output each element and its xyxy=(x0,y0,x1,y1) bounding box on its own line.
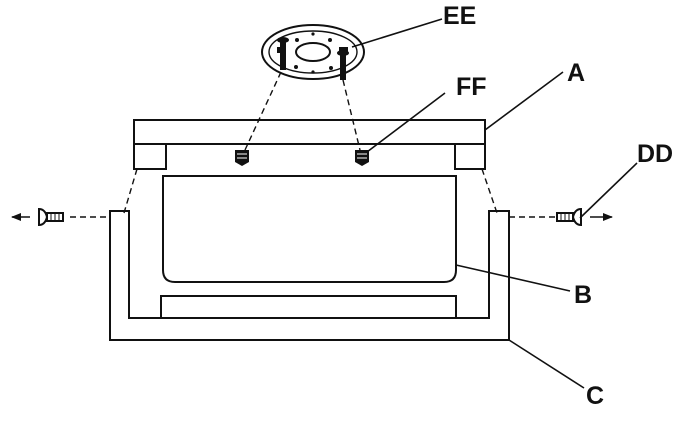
part-ff-inserts xyxy=(235,150,369,166)
label-a: A xyxy=(567,59,585,87)
label-ee: EE xyxy=(443,2,476,30)
part-ee-bracket xyxy=(261,24,365,80)
label-c: C xyxy=(586,382,604,410)
label-b: B xyxy=(574,281,592,309)
label-dd: DD xyxy=(637,140,673,168)
part-a-plate xyxy=(133,119,486,170)
leader-lines xyxy=(351,18,638,389)
part-b-box xyxy=(160,175,457,319)
part-dd-screws xyxy=(11,207,613,227)
label-ff: FF xyxy=(456,73,487,101)
part-c-channel xyxy=(109,210,510,341)
alignment-lines xyxy=(123,71,498,214)
